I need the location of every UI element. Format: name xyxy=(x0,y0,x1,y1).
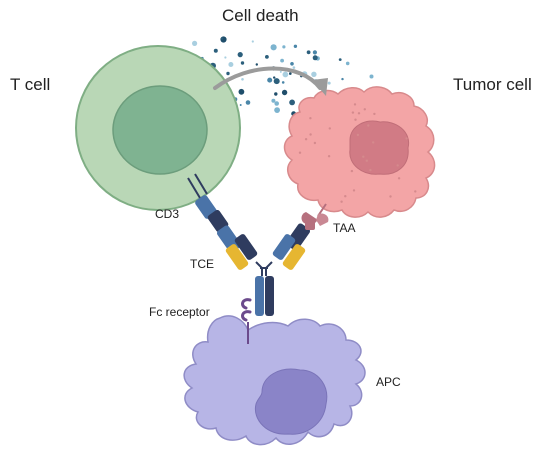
debris-particle xyxy=(267,77,273,83)
cd3-receptor xyxy=(187,173,229,233)
debris-particle xyxy=(274,92,278,96)
debris-particle xyxy=(282,71,289,78)
debris-particle xyxy=(281,89,288,96)
debris-particle xyxy=(290,62,294,66)
debris-particle xyxy=(312,50,317,55)
tumor-dot xyxy=(309,133,312,136)
tumor-dot xyxy=(304,138,308,141)
debris-particle xyxy=(224,56,227,59)
debris-particle xyxy=(341,77,344,81)
debris-particle xyxy=(239,104,242,106)
tumor-dot xyxy=(397,177,401,180)
debris-particle xyxy=(245,100,251,105)
debris-particle xyxy=(289,72,292,75)
cell-death-label: Cell death xyxy=(222,6,299,25)
tumor-dot xyxy=(389,195,392,198)
tumor-dot xyxy=(372,141,375,144)
tumor-dot xyxy=(350,169,354,173)
apc-label: APC xyxy=(376,375,401,389)
debris-particle xyxy=(240,61,245,65)
debris-particle xyxy=(220,37,224,40)
debris-particle xyxy=(292,66,296,69)
tumor-dot xyxy=(298,151,302,154)
tumor-dot xyxy=(352,189,356,192)
tumor-dot xyxy=(396,164,399,167)
tumor-dot xyxy=(354,118,357,121)
debris-particle xyxy=(282,45,286,49)
tumor-dot xyxy=(313,141,317,145)
debris-particle xyxy=(281,81,285,84)
debris-particle xyxy=(220,36,227,43)
tce-label: TCE xyxy=(190,257,214,271)
kill-arrow xyxy=(213,66,328,96)
t-cell-label: T cell xyxy=(10,75,50,94)
tumor-dot xyxy=(362,155,365,158)
tumor-dot xyxy=(328,127,331,130)
tumor-dot xyxy=(356,133,360,137)
debris-particle xyxy=(270,44,277,51)
tumor-dot xyxy=(353,103,357,106)
debris-particle xyxy=(241,78,244,81)
debris-particle xyxy=(280,58,284,63)
tumor-cell-label: Tumor cell xyxy=(453,75,532,94)
tumor-dot xyxy=(365,159,368,162)
debris-particle xyxy=(279,70,282,73)
tumor-dot xyxy=(373,112,376,116)
tumor-dot xyxy=(351,111,355,114)
debris-particle xyxy=(228,62,234,67)
taa-receptor xyxy=(301,203,329,230)
cd3-label: CD3 xyxy=(155,207,179,221)
debris-particle xyxy=(274,107,280,113)
tumor-dot xyxy=(367,124,370,127)
debris-particle xyxy=(192,40,198,47)
tumor-dot xyxy=(405,137,408,140)
tumor-dot xyxy=(363,108,366,111)
debris-particle xyxy=(238,88,245,95)
debris-particle xyxy=(327,81,331,85)
debris-particle xyxy=(265,55,269,59)
tumor-dot xyxy=(369,168,372,172)
debris-particle xyxy=(311,71,317,78)
tumor-dot xyxy=(340,200,343,203)
taa-label: TAA xyxy=(333,221,355,235)
tce-antibody xyxy=(216,223,311,316)
debris-particle xyxy=(369,74,374,79)
apc-cell xyxy=(183,315,366,446)
debris-particle xyxy=(289,99,295,106)
debris-particle xyxy=(306,50,311,55)
debris-particle xyxy=(226,71,230,76)
debris-particle xyxy=(255,63,258,66)
debris-particle xyxy=(237,52,243,58)
fc-receptor xyxy=(241,298,252,344)
debris-particle xyxy=(273,78,280,85)
tumor-dot xyxy=(357,112,361,115)
tumor-dots xyxy=(298,103,417,203)
tumor-dot xyxy=(309,117,312,120)
debris-particle xyxy=(338,58,342,61)
tumor-cell xyxy=(283,86,436,218)
debris-particle xyxy=(213,48,218,53)
debris-particle xyxy=(293,44,298,48)
tumor-dot xyxy=(327,155,331,158)
tumor-dot xyxy=(344,195,347,198)
debris-particle xyxy=(312,55,318,61)
debris-particle xyxy=(271,98,276,103)
debris-particle xyxy=(251,40,254,43)
debris-particle xyxy=(345,61,350,66)
debris-particle xyxy=(274,101,280,106)
t-cell xyxy=(75,45,241,211)
tumor-dot xyxy=(414,190,417,193)
fc-receptor-label: Fc receptor xyxy=(149,305,210,319)
debris-particle xyxy=(273,76,276,79)
